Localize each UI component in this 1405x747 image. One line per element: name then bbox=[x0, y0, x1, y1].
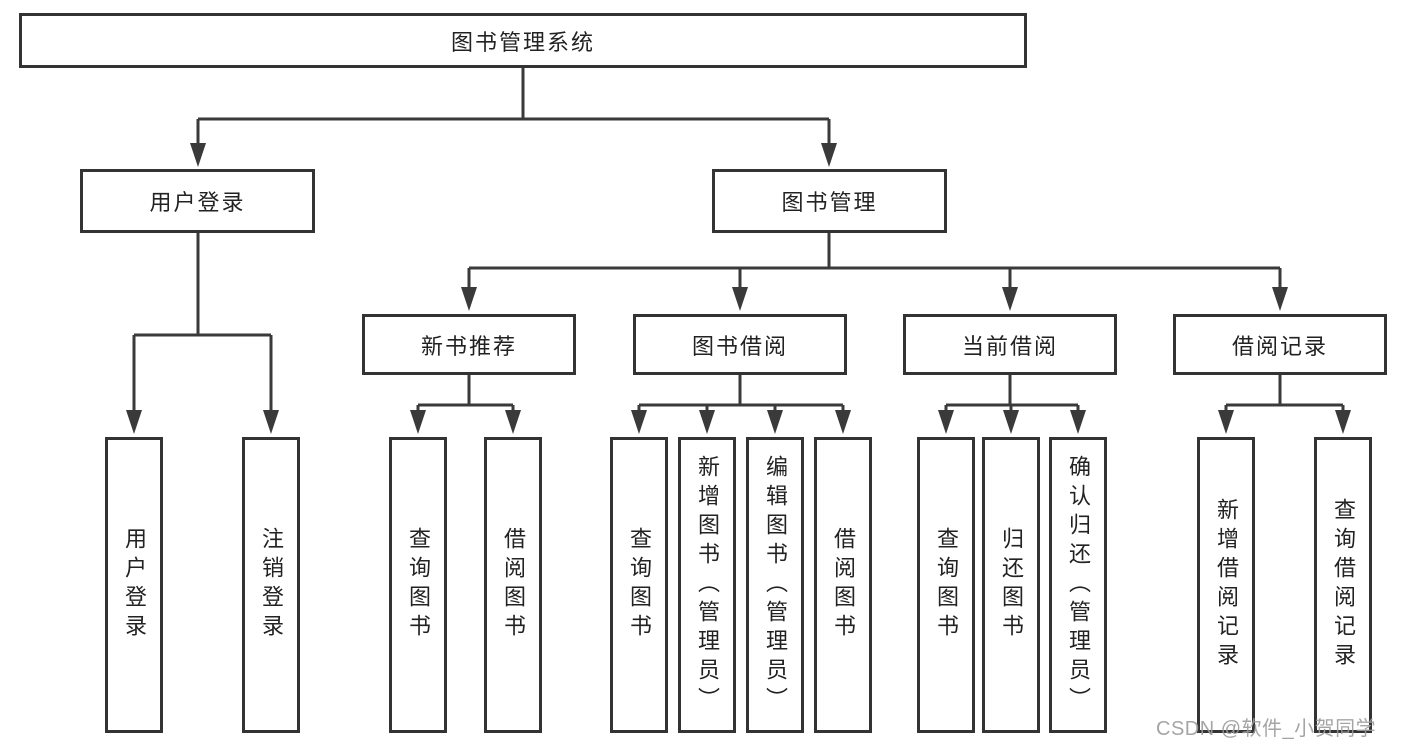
leaf-borrow-books-label: 借阅图书 bbox=[831, 527, 856, 643]
node-book-management-label: 图书管理 bbox=[781, 190, 878, 215]
node-book-borrow: 图书借阅 bbox=[633, 314, 847, 375]
leaf-return-books-label: 归还图书 bbox=[999, 527, 1024, 643]
leaf-return-books: 归还图书 bbox=[982, 437, 1040, 733]
node-root-system: 图书管理系统 bbox=[19, 13, 1027, 68]
leaf-logout: 注销登录 bbox=[242, 437, 300, 733]
leaf-query-books-recommend-label: 查询图书 bbox=[406, 527, 431, 643]
leaf-query-books-current-label: 查询图书 bbox=[934, 527, 959, 643]
leaf-query-borrow-record: 查询借阅记录 bbox=[1314, 437, 1372, 733]
leaf-query-books-current: 查询图书 bbox=[917, 437, 975, 733]
leaf-add-borrow-record: 新增借阅记录 bbox=[1197, 437, 1255, 733]
node-book-management: 图书管理 bbox=[712, 169, 947, 233]
leaf-user-login: 用户登录 bbox=[105, 437, 163, 733]
leaf-add-books-admin-label: 新增图书（管理员） bbox=[695, 454, 720, 716]
leaf-confirm-return-admin-label: 确认归还（管理员） bbox=[1066, 454, 1091, 716]
node-new-book-recommend-label: 新书推荐 bbox=[420, 333, 517, 359]
node-user-login: 用户登录 bbox=[80, 169, 315, 233]
leaf-borrow-books-recommend: 借阅图书 bbox=[484, 437, 542, 733]
leaf-confirm-return-admin: 确认归还（管理员） bbox=[1049, 437, 1107, 733]
csdn-watermark: CSDN @软件_小贺同学 bbox=[1156, 718, 1377, 740]
node-book-borrow-label: 图书借阅 bbox=[691, 333, 788, 359]
leaf-query-books-borrow: 查询图书 bbox=[610, 437, 668, 733]
leaf-query-borrow-record-label: 查询借阅记录 bbox=[1331, 498, 1356, 672]
node-user-login-label: 用户登录 bbox=[149, 190, 246, 215]
arrowheads bbox=[126, 143, 1351, 434]
leaf-edit-books-admin: 编辑图书（管理员） bbox=[746, 437, 804, 733]
leaf-add-books-admin: 新增图书（管理员） bbox=[678, 437, 736, 733]
node-borrow-records-label: 借阅记录 bbox=[1231, 333, 1328, 359]
leaf-query-books-borrow-label: 查询图书 bbox=[627, 527, 652, 643]
node-current-borrow: 当前借阅 bbox=[903, 314, 1117, 375]
leaf-query-books-recommend: 查询图书 bbox=[389, 437, 447, 733]
node-current-borrow-label: 当前借阅 bbox=[961, 333, 1058, 359]
node-root-label: 图书管理系统 bbox=[450, 29, 595, 55]
leaf-user-login-label: 用户登录 bbox=[122, 527, 147, 643]
leaf-borrow-books: 借阅图书 bbox=[814, 437, 872, 733]
leaf-borrow-books-recommend-label: 借阅图书 bbox=[501, 527, 526, 643]
node-borrow-records: 借阅记录 bbox=[1173, 314, 1387, 375]
node-new-book-recommend: 新书推荐 bbox=[362, 314, 576, 375]
leaf-add-borrow-record-label: 新增借阅记录 bbox=[1214, 498, 1239, 672]
leaf-logout-label: 注销登录 bbox=[259, 527, 284, 643]
leaf-edit-books-admin-label: 编辑图书（管理员） bbox=[763, 454, 788, 716]
